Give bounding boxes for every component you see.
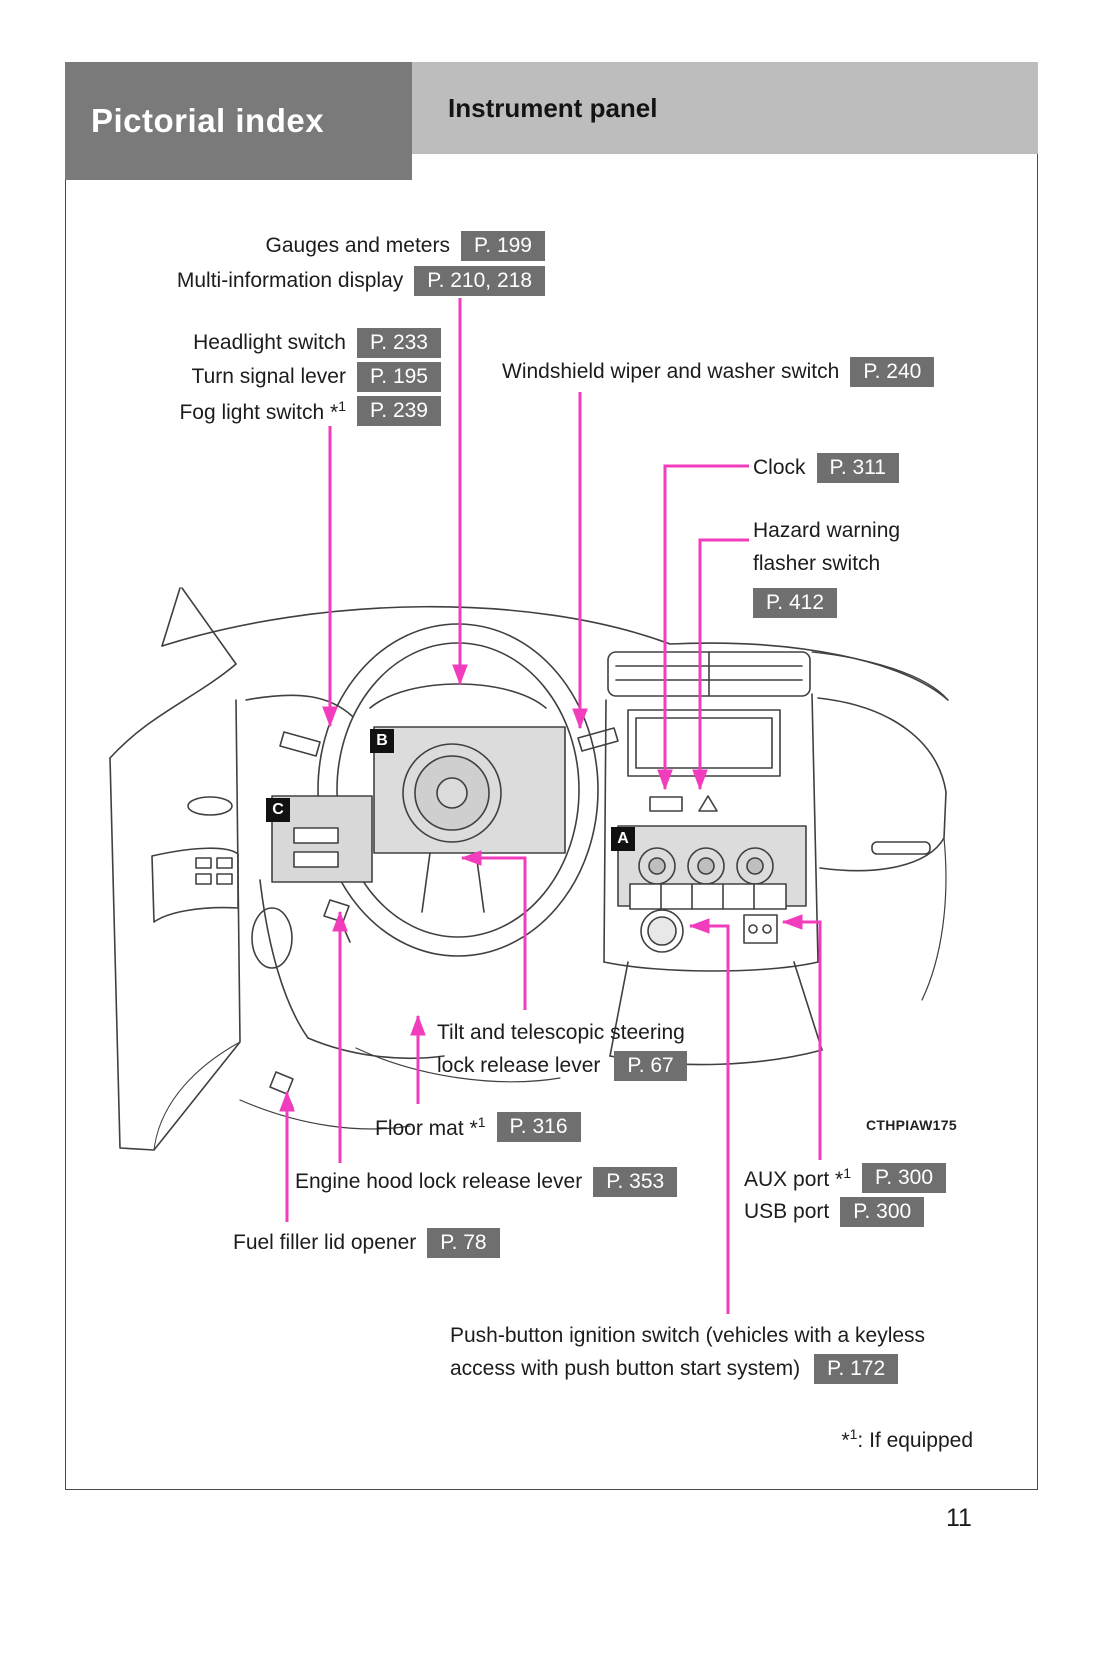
label-wiper-switch: Windshield wiper and washer switch P. 24… bbox=[502, 357, 935, 387]
page-ref-badge: P. 353 bbox=[593, 1167, 678, 1197]
footnote-if-equipped: *1: If equipped bbox=[841, 1426, 973, 1452]
label-tilt-telescopic-lever: Tilt and telescopic steering lock releas… bbox=[437, 1016, 687, 1082]
page-ref-badge: P. 239 bbox=[356, 396, 441, 426]
label-clock: Clock P. 311 bbox=[753, 453, 899, 483]
page-ref-badge: P. 300 bbox=[862, 1163, 947, 1193]
label-gauges-and-meters: Gauges and meters P. 199 bbox=[125, 231, 545, 261]
page-ref-badge: P. 300 bbox=[840, 1197, 925, 1227]
arrow-tilt-lever bbox=[460, 850, 527, 1010]
label-turn-signal-lever: Turn signal lever P. 195 bbox=[111, 362, 441, 392]
page-ref-badge: P. 195 bbox=[356, 362, 441, 392]
arrow-ignition bbox=[688, 918, 730, 1314]
page-ref-badge: P. 316 bbox=[496, 1112, 581, 1142]
page-ref-badge: P. 78 bbox=[427, 1228, 500, 1258]
figure-code: CTHPIAW175 bbox=[866, 1117, 957, 1133]
page-ref-badge: P. 210, 218 bbox=[414, 266, 545, 296]
label-floor-mat: Floor mat *1 P. 316 bbox=[375, 1112, 581, 1142]
page-ref-badge: P. 311 bbox=[816, 453, 899, 483]
page-ref-badge: P. 233 bbox=[356, 328, 441, 358]
page-number: 11 bbox=[946, 1504, 972, 1532]
marker-a: A bbox=[611, 827, 635, 851]
dashboard-drawing bbox=[109, 587, 949, 1151]
label-hood-release-lever: Engine hood lock release lever P. 353 bbox=[295, 1167, 678, 1197]
label-multi-information-display: Multi-information display P. 210, 218 bbox=[125, 266, 545, 296]
page-ref-badge: P. 172 bbox=[814, 1353, 899, 1384]
page-ref-badge: P. 412 bbox=[753, 588, 838, 618]
label-usb-port: USB port P. 300 bbox=[744, 1197, 925, 1227]
page-topic-header: Instrument panel bbox=[412, 62, 1038, 154]
label-hazard-flasher-switch: Hazard warning flasher switch P. 412 bbox=[753, 514, 900, 619]
page-topic-label: Instrument panel bbox=[448, 92, 658, 123]
label-push-button-ignition: Push-button ignition switch (vehicles wi… bbox=[450, 1319, 925, 1385]
label-headlight-switch: Headlight switch P. 233 bbox=[111, 328, 441, 358]
marker-b: B bbox=[370, 729, 394, 753]
marker-c: C bbox=[266, 798, 290, 822]
page-ref-badge: P. 67 bbox=[614, 1050, 687, 1081]
arrow-aux-usb bbox=[781, 914, 822, 1160]
label-fog-light-switch: Fog light switch *1 P. 239 bbox=[111, 396, 441, 426]
label-fuel-filler-lid-opener: Fuel filler lid opener P. 78 bbox=[233, 1228, 500, 1258]
callout-arrows bbox=[279, 298, 822, 1314]
arrow-hazard bbox=[692, 538, 749, 791]
page-ref-badge: P. 240 bbox=[850, 357, 935, 387]
label-aux-port: AUX port *1 P. 300 bbox=[744, 1163, 947, 1193]
section-tab: Pictorial index bbox=[65, 62, 412, 180]
page-ref-badge: P. 199 bbox=[460, 231, 545, 261]
section-tab-label: Pictorial index bbox=[91, 102, 325, 139]
arrow-clock bbox=[657, 464, 749, 791]
